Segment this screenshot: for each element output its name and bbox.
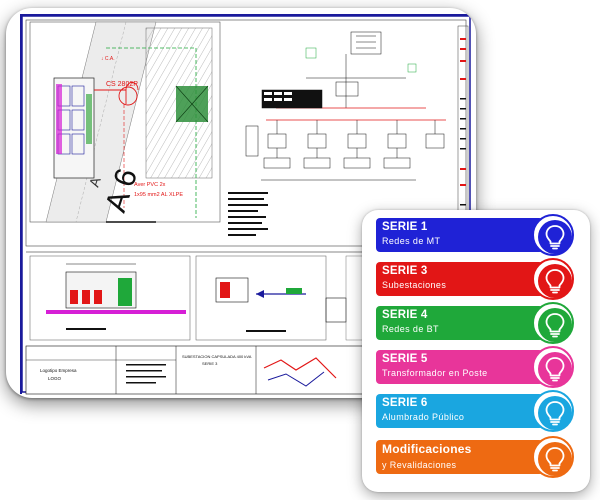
series-title: Modificaciones	[382, 442, 472, 456]
plan-note-pvc: Aver PVC 2x	[134, 182, 166, 188]
series-icon-button[interactable]	[532, 436, 574, 478]
lightbulb-icon	[545, 313, 565, 338]
series-title: SERIE 6	[382, 397, 428, 409]
cad-drawing-sheet: ↓ C.A. CS 2802P Aver PVC 2x 1x95 mm2 AL …	[6, 8, 476, 398]
series-bar	[376, 306, 556, 340]
series-subtitle: Subestaciones	[382, 280, 447, 290]
plan-note-xlpe: 1x95 mm2 AL XLPE	[134, 192, 183, 198]
lightbulb-icon	[545, 357, 565, 382]
elevation-views	[26, 251, 466, 341]
drawing-side-notes	[457, 25, 469, 227]
project-title: SUBESTACION CAPSULADA 400 kVA	[182, 354, 252, 359]
drawing-frame	[20, 14, 472, 394]
series-title: SERIE 1	[382, 221, 428, 233]
series-icon-button[interactable]	[532, 390, 574, 432]
project-series: SERIE 3	[202, 361, 218, 366]
series-subtitle: Redes de MT	[382, 236, 441, 246]
company-name: Logotipo Empresa	[40, 368, 77, 373]
series-title: SERIE 5	[382, 353, 428, 365]
series-bar	[376, 350, 556, 384]
series-title: SERIE 4	[382, 309, 428, 321]
series-item-serie-1[interactable]: SERIE 1 Redes de MT	[376, 214, 584, 256]
series-icon-button[interactable]	[532, 258, 574, 300]
plan-note-cs: CS 2802P	[106, 81, 138, 88]
series-icon-button[interactable]	[532, 214, 574, 256]
series-subtitle: Alumbrado Público	[382, 412, 465, 422]
series-item-serie-4[interactable]: SERIE 4 Redes de BT	[376, 302, 584, 344]
single-line-diagram	[245, 31, 446, 181]
lightbulb-icon	[545, 225, 565, 250]
series-item-modificaciones[interactable]: Modificaciones y Revalidaciones	[376, 436, 584, 478]
company-logo-text: LOGO	[48, 376, 62, 381]
lightbulb-icon	[545, 401, 565, 426]
series-item-serie-3[interactable]: SERIE 3 Subestaciones	[376, 258, 584, 300]
series-bar	[376, 218, 556, 252]
series-item-serie-5[interactable]: SERIE 5 Transformador en Poste	[376, 346, 584, 388]
series-item-serie-6[interactable]: SERIE 6 Alumbrado Público	[376, 390, 584, 432]
series-icon-button[interactable]	[532, 346, 574, 388]
drawing-legend	[228, 192, 268, 236]
lightbulb-icon	[545, 447, 565, 472]
series-title: SERIE 3	[382, 265, 428, 277]
site-plan: ↓ C.A. CS 2802P Aver PVC 2x 1x95 mm2 AL …	[29, 21, 221, 223]
series-menu-card: SERIE 1 Redes de MT SERIE 3 Subestacione…	[362, 210, 590, 492]
series-bar	[376, 440, 556, 474]
series-icon-button[interactable]	[532, 302, 574, 344]
series-bar	[376, 262, 556, 296]
series-bar	[376, 394, 556, 428]
svg-text:↓ C.A.: ↓ C.A.	[101, 56, 115, 62]
lightbulb-icon	[545, 269, 565, 294]
series-subtitle: y Revalidaciones	[382, 460, 457, 470]
series-subtitle: Redes de BT	[382, 324, 439, 334]
series-subtitle: Transformador en Poste	[382, 368, 488, 378]
